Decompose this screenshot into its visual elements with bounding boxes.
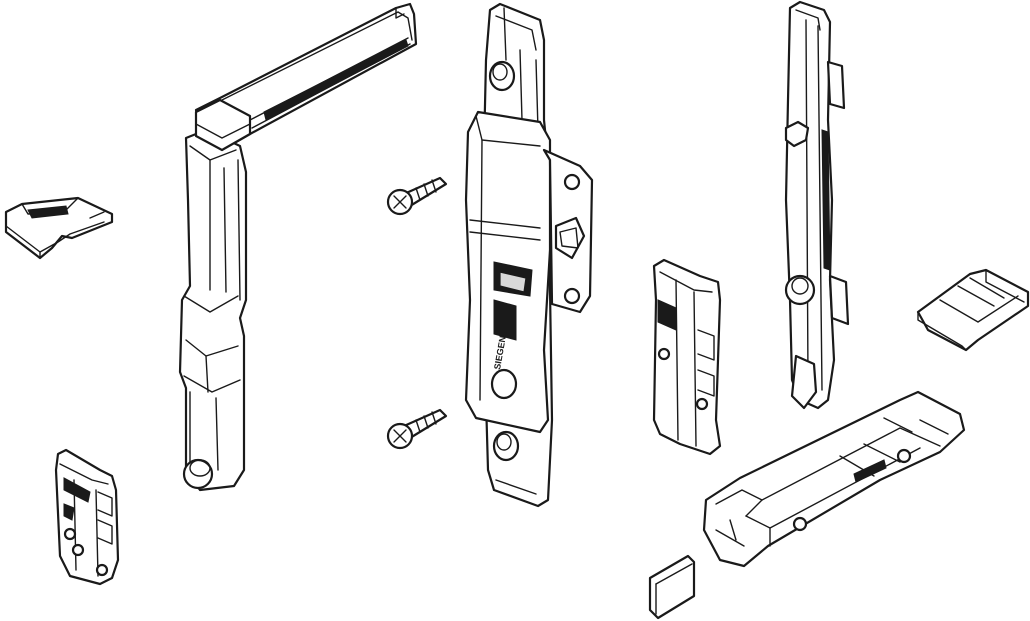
frame-keeper-icon <box>702 390 966 568</box>
bracket-icon <box>648 554 696 620</box>
screw-upper <box>386 176 448 216</box>
lock-bar-icon <box>784 0 850 410</box>
screw-lower <box>386 408 448 450</box>
clip-icon <box>4 196 114 260</box>
corner-drive-icon <box>178 2 418 492</box>
clip-icon <box>916 268 1030 352</box>
gearbox-icon: SIEGENIA <box>464 2 594 508</box>
keeper-icon <box>54 448 120 586</box>
keeper-icon <box>652 258 722 456</box>
